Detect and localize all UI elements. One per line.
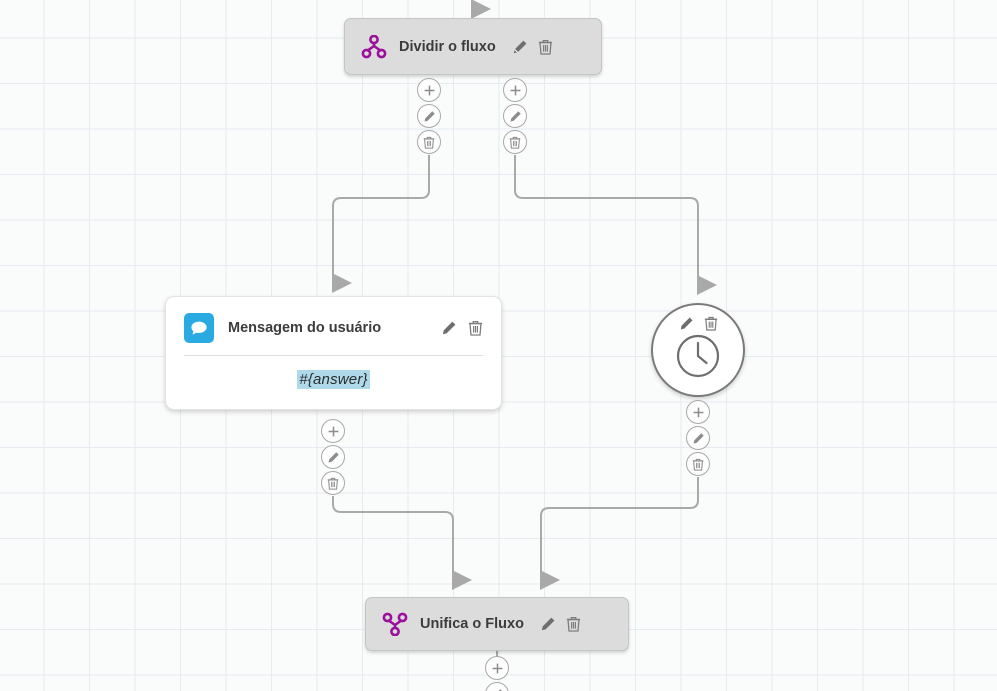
action-stack-merge[interactable]	[485, 656, 509, 691]
node-split-flow[interactable]: Dividir o fluxo	[344, 18, 602, 75]
action-stack-delay[interactable]	[686, 400, 710, 476]
node-merge-flow[interactable]: Unifica o Fluxo	[365, 597, 629, 651]
add-icon	[492, 663, 502, 673]
add-button[interactable]	[485, 656, 509, 680]
edge-delay-to-merge	[540, 477, 699, 590]
node-delay-actions[interactable]	[679, 316, 718, 331]
pencil-icon[interactable]	[441, 320, 457, 336]
add-button[interactable]	[686, 400, 710, 424]
node-user-message-title: Mensagem do usuário	[228, 320, 382, 336]
node-merge-flow-actions[interactable]	[540, 616, 581, 632]
edge-message-to-merge	[332, 496, 472, 590]
delete-button[interactable]	[686, 452, 710, 476]
node-user-message[interactable]: Mensagem do usuário	[165, 296, 502, 410]
card-divider	[184, 355, 483, 356]
add-button[interactable]	[321, 419, 345, 443]
edit-button[interactable]	[485, 682, 509, 691]
pencil-icon	[497, 688, 502, 691]
node-merge-flow-title: Unifica o Fluxo	[420, 616, 524, 632]
edit-button[interactable]	[417, 104, 441, 128]
pencil-icon[interactable]	[540, 616, 556, 632]
trash-icon[interactable]	[468, 320, 483, 336]
pencil-icon[interactable]	[512, 39, 528, 55]
delete-button[interactable]	[503, 130, 527, 154]
trash-icon[interactable]	[566, 616, 581, 632]
node-split-flow-actions[interactable]	[512, 39, 553, 55]
trash-icon	[692, 458, 704, 471]
trash-icon[interactable]	[538, 39, 553, 55]
answer-variable-tag[interactable]: #{answer}	[297, 370, 370, 389]
pencil-icon	[328, 451, 339, 463]
node-user-message-actions[interactable]	[441, 320, 483, 336]
clock-icon	[675, 333, 721, 379]
delete-button[interactable]	[417, 130, 441, 154]
delete-button[interactable]	[321, 471, 345, 495]
action-stack-split-right[interactable]	[503, 78, 527, 154]
edit-button[interactable]	[686, 426, 710, 450]
pencil-icon[interactable]	[679, 316, 694, 331]
trash-icon	[327, 477, 339, 490]
action-stack-split-left[interactable]	[417, 78, 441, 154]
edit-button[interactable]	[321, 445, 345, 469]
pencil-icon	[424, 110, 435, 122]
trash-icon[interactable]	[704, 316, 718, 331]
pencil-icon	[693, 432, 704, 444]
pencil-icon	[510, 110, 521, 122]
add-button[interactable]	[503, 78, 527, 102]
add-icon	[510, 85, 520, 95]
split-branch-icon	[361, 34, 387, 59]
add-icon	[424, 85, 434, 95]
add-icon	[693, 407, 703, 417]
action-stack-message[interactable]	[321, 419, 345, 495]
trash-icon	[509, 136, 521, 149]
node-user-message-body: #{answer}	[166, 356, 501, 409]
node-delay[interactable]	[651, 303, 745, 397]
edge-split-left-to-message	[332, 155, 430, 293]
add-icon	[328, 426, 338, 436]
node-split-flow-title: Dividir o fluxo	[399, 38, 496, 55]
edit-button[interactable]	[503, 104, 527, 128]
node-user-message-header: Mensagem do usuário	[166, 297, 501, 355]
chat-bubble-icon	[184, 313, 214, 343]
trash-icon	[423, 136, 435, 149]
add-button[interactable]	[417, 78, 441, 102]
edge-split-right-to-delay	[514, 155, 717, 295]
merge-branch-icon	[382, 612, 408, 636]
